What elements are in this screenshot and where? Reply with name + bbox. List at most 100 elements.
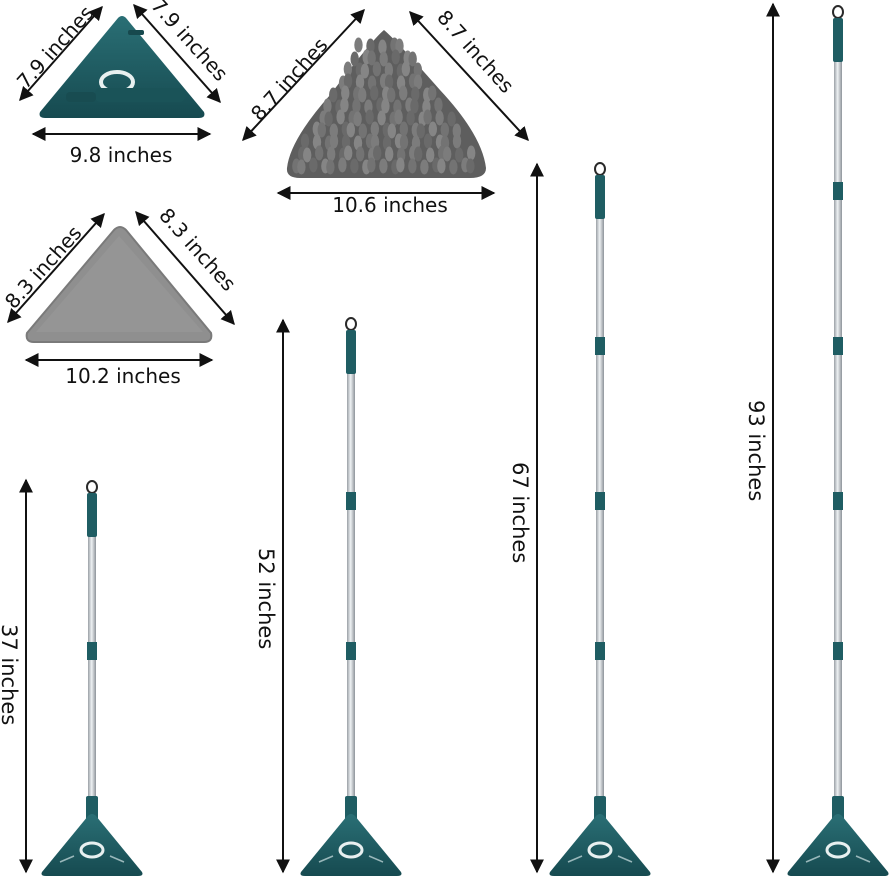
chenille-tuft (350, 158, 359, 174)
chenille-tuft (442, 146, 452, 162)
mop-4-height-label: 93 inches (744, 400, 768, 501)
mop-3-height-label: 67 inches (508, 462, 532, 563)
chenille-tuft (358, 123, 368, 139)
chenille-tuft (401, 61, 411, 77)
mop-4-height-dimension: 93 inches (744, 2, 780, 874)
mop-neck (832, 796, 844, 820)
pole-joint (346, 642, 356, 660)
chenille-tuft (428, 85, 437, 101)
flat-base-dimension: 10.2 inches (24, 353, 214, 388)
mop-pole (834, 20, 842, 812)
chenille-tuft (370, 85, 379, 101)
mop-4 (787, 5, 889, 876)
chenille-tuft (381, 98, 390, 114)
chenille-tuft (300, 133, 310, 149)
chenille-tuft (396, 157, 405, 173)
chenille-tuft (324, 111, 333, 127)
chenille-tuft (329, 133, 339, 149)
swivel-ring-icon (825, 841, 851, 859)
mop-grip (87, 493, 97, 537)
decor-line (567, 855, 583, 863)
chenille-tuft (378, 39, 387, 55)
swivel-ring-icon (79, 841, 105, 859)
chenille-tuft (355, 146, 365, 162)
swivel-ring-icon (338, 841, 364, 859)
mop-3 (549, 162, 651, 876)
chenille-tuft (384, 62, 394, 78)
chenille-tuft (423, 109, 432, 125)
chenille-tuft (437, 158, 446, 174)
chenille-tuft (387, 123, 397, 139)
chenille-tuft (372, 145, 382, 161)
chenille-tuft (314, 145, 324, 161)
flat-base-label: 10.2 inches (65, 364, 181, 388)
pole-joint (87, 642, 97, 660)
decor-line (59, 855, 75, 863)
chenille-base-dimension: 10.6 inches (276, 186, 496, 217)
chenille-tuft (452, 133, 462, 149)
chenille-tuft (394, 109, 403, 125)
pole-joint (833, 337, 843, 355)
chenille-base-label: 10.6 inches (332, 193, 448, 217)
chenille-tuft (346, 122, 356, 138)
head-base-dimension: 9.8 inches (31, 127, 212, 167)
decor-line (617, 855, 633, 863)
chenille-tuft (354, 37, 363, 53)
chenille-tuft (384, 74, 394, 90)
chenille-tuft (399, 134, 409, 150)
mop-neck (86, 796, 98, 820)
chenille-tuft (367, 50, 376, 66)
chenille-tuft (435, 110, 444, 126)
pole-joint (595, 642, 605, 660)
hang-loop-icon (86, 480, 98, 494)
mop-2-height-dimension: 52 inches (254, 318, 290, 874)
chenille-tuft (309, 157, 318, 173)
chenille-tuft (391, 49, 400, 65)
chenille-tuft (408, 158, 417, 174)
chenille-tuft (454, 147, 464, 163)
mop-head-base (549, 814, 651, 876)
chenille-tuft (329, 87, 338, 103)
chenille-tuft (367, 157, 376, 173)
chenille-tuft (379, 51, 388, 67)
chenille-tuft (449, 159, 458, 175)
mop-pole (347, 332, 355, 812)
chenille-tuft (428, 121, 438, 137)
hang-loop-icon (832, 5, 844, 19)
chenille-tuft (365, 109, 374, 125)
chenille-tuft (384, 146, 394, 162)
mop-neck (594, 796, 606, 820)
pole-joint (833, 642, 843, 660)
pole-joint (595, 337, 605, 355)
decor-line (855, 855, 871, 863)
head-base-label: 9.8 inches (70, 143, 173, 167)
chenille-tuft (420, 159, 429, 175)
chenille-tuft (353, 111, 362, 127)
decor-line (368, 855, 384, 863)
chenille-tuft (317, 122, 327, 138)
chenille-tuft (343, 145, 353, 161)
mop-1-height-dimension: 37 inches (0, 478, 33, 874)
mop-grip (595, 175, 605, 219)
chenille-tuft (377, 110, 386, 126)
chenille-tuft (395, 38, 404, 54)
chenille-tuft (399, 121, 409, 137)
decor-line (805, 855, 821, 863)
pole-joint (833, 492, 843, 510)
mop-2-height-label: 52 inches (254, 548, 278, 649)
chenille-tuft (416, 123, 426, 139)
mop-neck (345, 796, 357, 820)
decor-line (318, 855, 334, 863)
chenille-tuft (326, 159, 335, 175)
chenille-tuft (434, 97, 443, 113)
mop-1-height-label: 37 inches (0, 624, 21, 725)
chenille-tuft (387, 87, 396, 103)
pole-joint (595, 492, 605, 510)
pole-joint (833, 182, 843, 200)
chenille-tuft (326, 146, 336, 162)
chenille-tuft (302, 147, 312, 163)
chenille-tuft (358, 87, 367, 103)
mop-head-base (300, 814, 402, 876)
chenille-tuft (425, 147, 435, 163)
